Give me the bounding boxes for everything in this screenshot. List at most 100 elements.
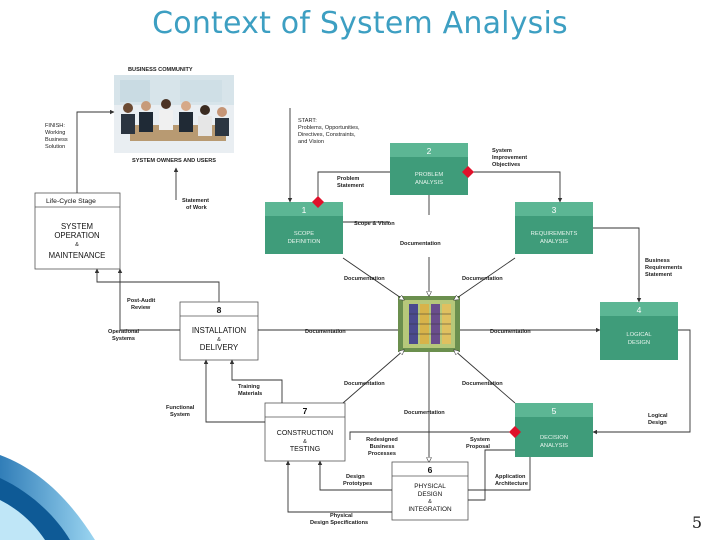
label-business-requirements-1: Business: [645, 258, 670, 264]
flow-lines: [76, 108, 691, 513]
label-physical-design-specs-2: Design Specifications: [310, 520, 368, 526]
business-community-photo: [114, 75, 234, 153]
phase-3-box: [515, 202, 593, 254]
label-business-requirements-2: Requirements: [645, 265, 682, 271]
phase-6-line-4: INTEGRATION: [408, 506, 452, 513]
label-training-materials-2: Materials: [238, 391, 262, 397]
phase-1-line-2: DEFINITION: [288, 239, 321, 245]
phase-1-line-1: SCOPE: [294, 231, 314, 237]
label-redesigned-processes-1: Redesigned: [366, 437, 398, 443]
page-title: Context of System Analysis: [152, 6, 568, 41]
phase-8-line-1: INSTALLATION: [192, 326, 246, 335]
phase-2-line-2: ANALYSIS: [415, 180, 443, 186]
start-label-3: Directives, Constraints,: [298, 132, 356, 138]
label-system-improvement-1: System: [492, 148, 512, 154]
label-design-prototypes-1: Design: [346, 474, 365, 480]
phase-6-box: [391, 461, 469, 521]
label-system-improvement-2: Improvement: [492, 155, 527, 161]
life-cycle-body-4: MAINTENANCE: [49, 251, 106, 260]
phase-7-box: [264, 402, 346, 462]
label-problem-statement-2: Statement: [337, 183, 364, 189]
phase-7-line-3: TESTING: [290, 446, 320, 453]
finish-label-4: Solution: [45, 144, 65, 150]
label-statement-of-work-1: Statement: [182, 198, 209, 204]
phase-3-line-2: ANALYSIS: [540, 239, 568, 245]
phase-2-line-1: PROBLEM: [415, 172, 444, 178]
phase-5-number: 5: [552, 406, 557, 416]
life-cycle-body-1: SYSTEM: [61, 222, 93, 231]
life-cycle-header: Life-Cycle Stage: [46, 198, 96, 205]
phase-6-line-2: DESIGN: [418, 491, 443, 498]
phase-8-line-2: &: [217, 337, 221, 343]
phase-4-line-1: LOGICAL: [626, 332, 652, 338]
repository-icon: [398, 296, 460, 352]
page-number: 5: [691, 513, 702, 532]
phase-7-number: 7: [303, 406, 308, 416]
label-business-requirements-3: Statement: [645, 272, 672, 278]
phase-4-number: 4: [637, 305, 642, 315]
label-training-materials-1: Training: [238, 384, 260, 390]
decision-diamonds: [312, 166, 521, 438]
start-label-4: and Vision: [298, 139, 324, 145]
label-documentation-left: Documentation: [305, 329, 346, 335]
business-community-heading: BUSINESS COMMUNITY: [128, 67, 193, 73]
phase-1-box: [265, 202, 343, 254]
label-system-proposal-1: System: [470, 437, 490, 443]
label-system-proposal-2: Proposal: [466, 444, 490, 450]
phase-5-line-2: ANALYSIS: [540, 443, 568, 449]
phase-3-line-1: REQUIREMENTS: [531, 231, 578, 237]
phase-2-number: 2: [427, 146, 432, 156]
start-label-1: START:: [298, 118, 317, 124]
finish-label-2: Working: [45, 130, 65, 136]
label-scope-vision: Scope & Vision: [354, 221, 395, 227]
phase-7-line-1: CONSTRUCTION: [277, 430, 333, 437]
label-documentation-right: Documentation: [490, 329, 531, 335]
label-statement-of-work-2: of Work: [186, 205, 208, 211]
label-documentation-upper-right: Documentation: [462, 276, 503, 282]
phase-2-box: [390, 143, 468, 195]
label-redesigned-processes-3: Processes: [368, 451, 396, 457]
life-cycle-body-2: OPERATION: [54, 231, 99, 240]
phase-6-line-3: &: [428, 499, 432, 505]
label-logical-design-1: Logical: [648, 413, 668, 419]
decorative-wave: [0, 455, 95, 540]
label-physical-design-specs-1: Physical: [330, 513, 353, 519]
life-cycle-stage-box: [34, 192, 121, 270]
phase-1-number: 1: [302, 205, 307, 215]
phase-8-box: [179, 301, 259, 361]
label-problem-statement-1: Problem: [337, 176, 359, 182]
label-documentation-upper-left: Documentation: [344, 276, 385, 282]
phase-5-box: [515, 403, 593, 457]
label-documentation-lower-left: Documentation: [344, 381, 385, 387]
phase-6-line-1: PHYSICAL: [414, 483, 446, 490]
label-functional-system-2: System: [170, 412, 190, 418]
label-operational-systems-1: Operational: [108, 329, 140, 335]
phase-7-line-2: &: [303, 439, 307, 445]
label-documentation-top: Documentation: [400, 241, 441, 247]
finish-label-1: FINISH:: [45, 123, 65, 129]
label-redesigned-processes-2: Business: [370, 444, 395, 450]
phase-5-line-1: DECISION: [540, 435, 568, 441]
label-design-prototypes-2: Prototypes: [343, 481, 372, 487]
start-label-2: Problems, Opportunities,: [298, 125, 360, 131]
label-post-audit-2: Review: [131, 305, 151, 311]
phase-6-number: 6: [428, 465, 433, 475]
label-logical-design-2: Design: [648, 420, 667, 426]
phase-3-number: 3: [552, 205, 557, 215]
phase-8-number: 8: [217, 305, 222, 315]
label-functional-system-1: Functional: [166, 405, 195, 411]
system-owners-label: SYSTEM OWNERS AND USERS: [132, 158, 216, 164]
phase-8-line-3: DELIVERY: [200, 343, 239, 352]
finish-label-3: Business: [45, 137, 68, 143]
life-cycle-body-3: &: [75, 242, 79, 248]
label-system-improvement-3: Objectives: [492, 162, 520, 168]
label-operational-systems-2: Systems: [112, 336, 135, 342]
label-documentation-lower-right: Documentation: [462, 381, 503, 387]
phase-4-box: [600, 302, 678, 360]
phase-4-line-2: DESIGN: [628, 340, 650, 346]
label-application-architecture-1: Application: [495, 474, 526, 480]
label-documentation-bottom: Documentation: [404, 410, 445, 416]
label-post-audit-1: Post-Audit: [127, 298, 155, 304]
label-application-architecture-2: Architecture: [495, 481, 528, 487]
